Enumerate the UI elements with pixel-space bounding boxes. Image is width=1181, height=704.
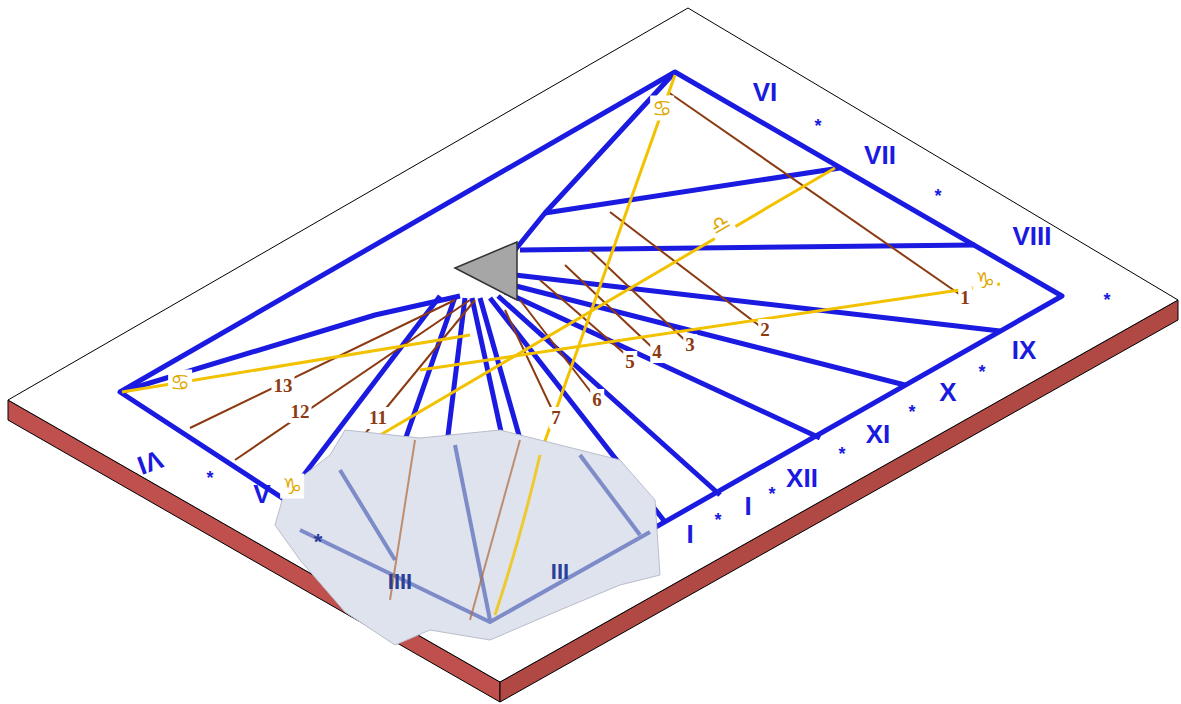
star-mark: * xyxy=(908,402,915,423)
star-mark: * xyxy=(768,484,775,505)
hour-numeral: IIII xyxy=(388,569,412,595)
hour-number: 1 xyxy=(958,287,972,309)
hour-numeral: VI xyxy=(133,443,167,481)
photo-fragment xyxy=(275,430,660,645)
hour-numeral: VI xyxy=(753,77,778,108)
zodiac-sign: ♋ xyxy=(168,370,192,395)
zodiac-sign: ♋ xyxy=(650,96,674,121)
hour-numeral: I xyxy=(686,519,693,550)
hour-numeral: V xyxy=(253,479,270,510)
star-mark: * xyxy=(838,444,845,465)
italian-hour-lines xyxy=(190,92,965,480)
hour-number: 4 xyxy=(650,341,664,363)
hour-numeral: I xyxy=(744,491,751,522)
hour-number: 5 xyxy=(623,351,637,373)
declination-lines xyxy=(122,75,1000,488)
gnomon xyxy=(455,242,517,300)
hour-numeral: VIII xyxy=(1012,221,1051,252)
star-mark: * xyxy=(206,468,213,489)
hour-numeral: III xyxy=(551,559,569,585)
hour-number: 13 xyxy=(272,375,295,397)
hour-numeral: XII xyxy=(786,463,818,494)
zodiac-sign: ♎ xyxy=(703,207,736,241)
zodiac-sign: ♑ xyxy=(280,474,304,499)
hour-number: 11 xyxy=(367,407,389,429)
hour-number: 3 xyxy=(683,334,697,356)
star-mark: * xyxy=(814,116,821,137)
hour-numeral: X xyxy=(939,377,956,408)
star-mark: * xyxy=(1103,290,1110,311)
plate-top xyxy=(8,8,1178,682)
hour-numeral: IX xyxy=(1012,335,1037,366)
hour-number: 2 xyxy=(758,319,772,341)
hour-number: 7 xyxy=(549,407,563,429)
hour-numeral: VII xyxy=(864,140,896,171)
hour-number: 6 xyxy=(590,389,604,411)
zodiac-sign: ♑ xyxy=(973,268,997,293)
hour-numeral: XI xyxy=(866,419,891,450)
star-mark: * xyxy=(934,186,941,207)
star-mark: * xyxy=(714,510,721,531)
hour-number: 12 xyxy=(289,401,312,423)
star-mark: * xyxy=(978,362,985,383)
star-mark: * xyxy=(314,529,323,555)
